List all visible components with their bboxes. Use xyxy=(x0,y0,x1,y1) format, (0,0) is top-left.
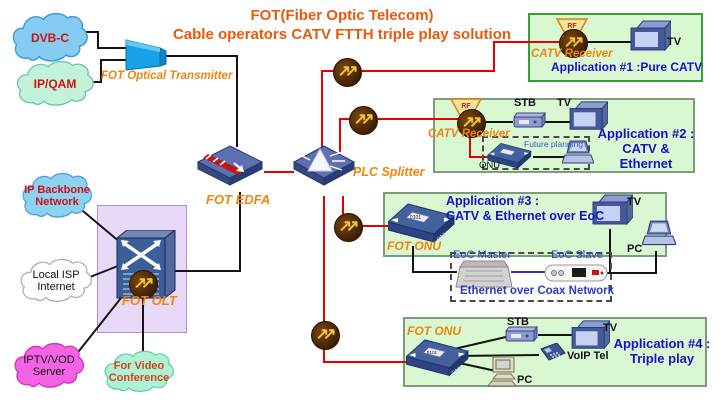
app1-title: Application #1 :Pure CATV xyxy=(551,60,703,74)
catv-receiver-label: CATV Receiver xyxy=(531,48,613,60)
cloud-iptv-vod: IPTV/VOD Server xyxy=(12,342,86,390)
stb-label: STB xyxy=(507,316,529,328)
pc-label: PC xyxy=(627,243,643,255)
cloud-shape xyxy=(14,342,84,388)
stb-icon xyxy=(513,111,546,129)
cloud-dvbc: DVB-C xyxy=(10,12,90,64)
fiber-node-icon: ↗↗ xyxy=(333,58,362,87)
eoc-master-icon xyxy=(455,260,513,288)
laptop-icon xyxy=(642,220,676,246)
onu-chip-label: 0101 xyxy=(427,350,438,355)
cloud-ip-backbone: IP Backbone Network xyxy=(20,172,94,220)
tv-icon xyxy=(571,319,610,350)
cloud-local-isp: Local ISP Internet xyxy=(18,258,94,304)
plc-splitter-label: PLC Splitter xyxy=(353,165,425,179)
tv-label: TV xyxy=(627,196,642,208)
laptop-icon xyxy=(562,140,594,164)
onu-chip-label: 0101 xyxy=(410,215,421,221)
cloud-dvbc-label: DVB-C xyxy=(31,31,69,45)
eoc-network-box xyxy=(450,252,612,302)
voip-tel-label: VoIP Tel xyxy=(567,350,609,362)
future-planning-label: Future planning xyxy=(524,139,584,149)
fiber-node-icon: ↗↗ xyxy=(334,213,363,242)
tv-label: TV xyxy=(667,36,682,48)
eoc-network-label: Ethernet over Coax Network xyxy=(460,285,615,297)
catv-receiver-icon: ↗↗ xyxy=(559,29,588,58)
app2-title-line2: CATV & Ethernet xyxy=(619,141,673,171)
app2-title-line1: Application #2 : xyxy=(597,126,695,141)
plc-splitter-icon xyxy=(292,145,356,186)
pc-label: PC xyxy=(517,374,533,386)
app1-zone xyxy=(528,13,703,82)
tv-icon xyxy=(592,194,633,226)
onu-icon xyxy=(487,142,532,169)
fot-onu-label: FOT ONU xyxy=(387,239,441,253)
fiber-node-icon: ↗↗ xyxy=(311,321,340,350)
tv-label: TV xyxy=(557,97,572,109)
tv-icon xyxy=(569,100,608,131)
fiber-node-icon: ↗↗ xyxy=(349,106,378,135)
stb-icon xyxy=(505,325,538,343)
eoc-slave-label: EoC Slave xyxy=(551,249,603,261)
app3-title: Application #3 : CATV & Ethernet over Eo… xyxy=(446,194,604,224)
fot-onu-icon: 0101 ONU xyxy=(388,203,456,244)
tv-label: TV xyxy=(603,322,618,334)
olt-label: FOT OLT xyxy=(122,293,177,308)
cloud-local-isp-label: Local ISP Internet xyxy=(32,269,80,293)
app4-title-line2: Triple play xyxy=(629,351,695,366)
desktop-pc-icon xyxy=(488,357,518,387)
catv-receiver-label: CATV Receiver xyxy=(428,128,510,140)
cloud-iptv-vod-label: IPTV/VOD Server xyxy=(23,354,75,378)
tv-icon xyxy=(630,20,671,52)
cloud-shape xyxy=(12,12,88,62)
cloud-shape xyxy=(22,172,92,218)
cloud-video-conf: For Video Conference xyxy=(102,350,176,394)
app4-title: Application #4 : Triple play xyxy=(612,336,712,366)
voip-phone-icon xyxy=(540,343,566,361)
olt-amplifier-icon: ↗↗ xyxy=(129,270,158,299)
app3-title-line2: CATV & Ethernet over EoC xyxy=(446,209,605,223)
edfa-label: FOT EDFA xyxy=(206,192,271,207)
optical-transmitter-icon xyxy=(125,39,167,71)
fot-onu-icon: 0101 ONU xyxy=(406,339,469,377)
black-cables xyxy=(74,31,657,372)
cloud-shape xyxy=(20,258,92,302)
rf-label: RF xyxy=(567,23,577,30)
cloud-shape xyxy=(104,350,174,392)
cloud-ipqam: IP/QAM xyxy=(14,60,96,108)
cloud-ip-backbone-label: IP Backbone Network xyxy=(24,184,90,208)
cloud-shape xyxy=(16,60,94,106)
catv-receiver-icon: ↗↗ xyxy=(457,109,486,138)
optical-transmitter-label: FOT Optical Transmitter xyxy=(101,70,233,82)
page-title-line2: Cable operators CATV FTTH triple play so… xyxy=(172,26,512,43)
page-title-line1: FOT(Fiber Optic Telecom) xyxy=(250,7,434,24)
app2-title: Application #2 : CATV & Ethernet xyxy=(596,126,696,171)
page-title: FOT(Fiber Optic Telecom) Cable operators… xyxy=(160,6,524,44)
rf-label: RF xyxy=(461,103,471,110)
eoc-master-label: EoC Master xyxy=(453,249,512,261)
edfa-icon xyxy=(196,145,264,186)
stb-label: STB xyxy=(514,97,536,109)
app3-title-line1: Application #3 : xyxy=(446,194,540,208)
cloud-ipqam-label: IP/QAM xyxy=(33,77,77,91)
app4-title-line1: Application #4 : xyxy=(613,336,711,351)
onu-label: ONU xyxy=(479,160,501,171)
fot-onu-label: FOT ONU xyxy=(407,324,461,338)
eoc-slave-icon xyxy=(544,264,608,282)
cloud-video-conf-label: For Video Conference xyxy=(108,360,170,384)
